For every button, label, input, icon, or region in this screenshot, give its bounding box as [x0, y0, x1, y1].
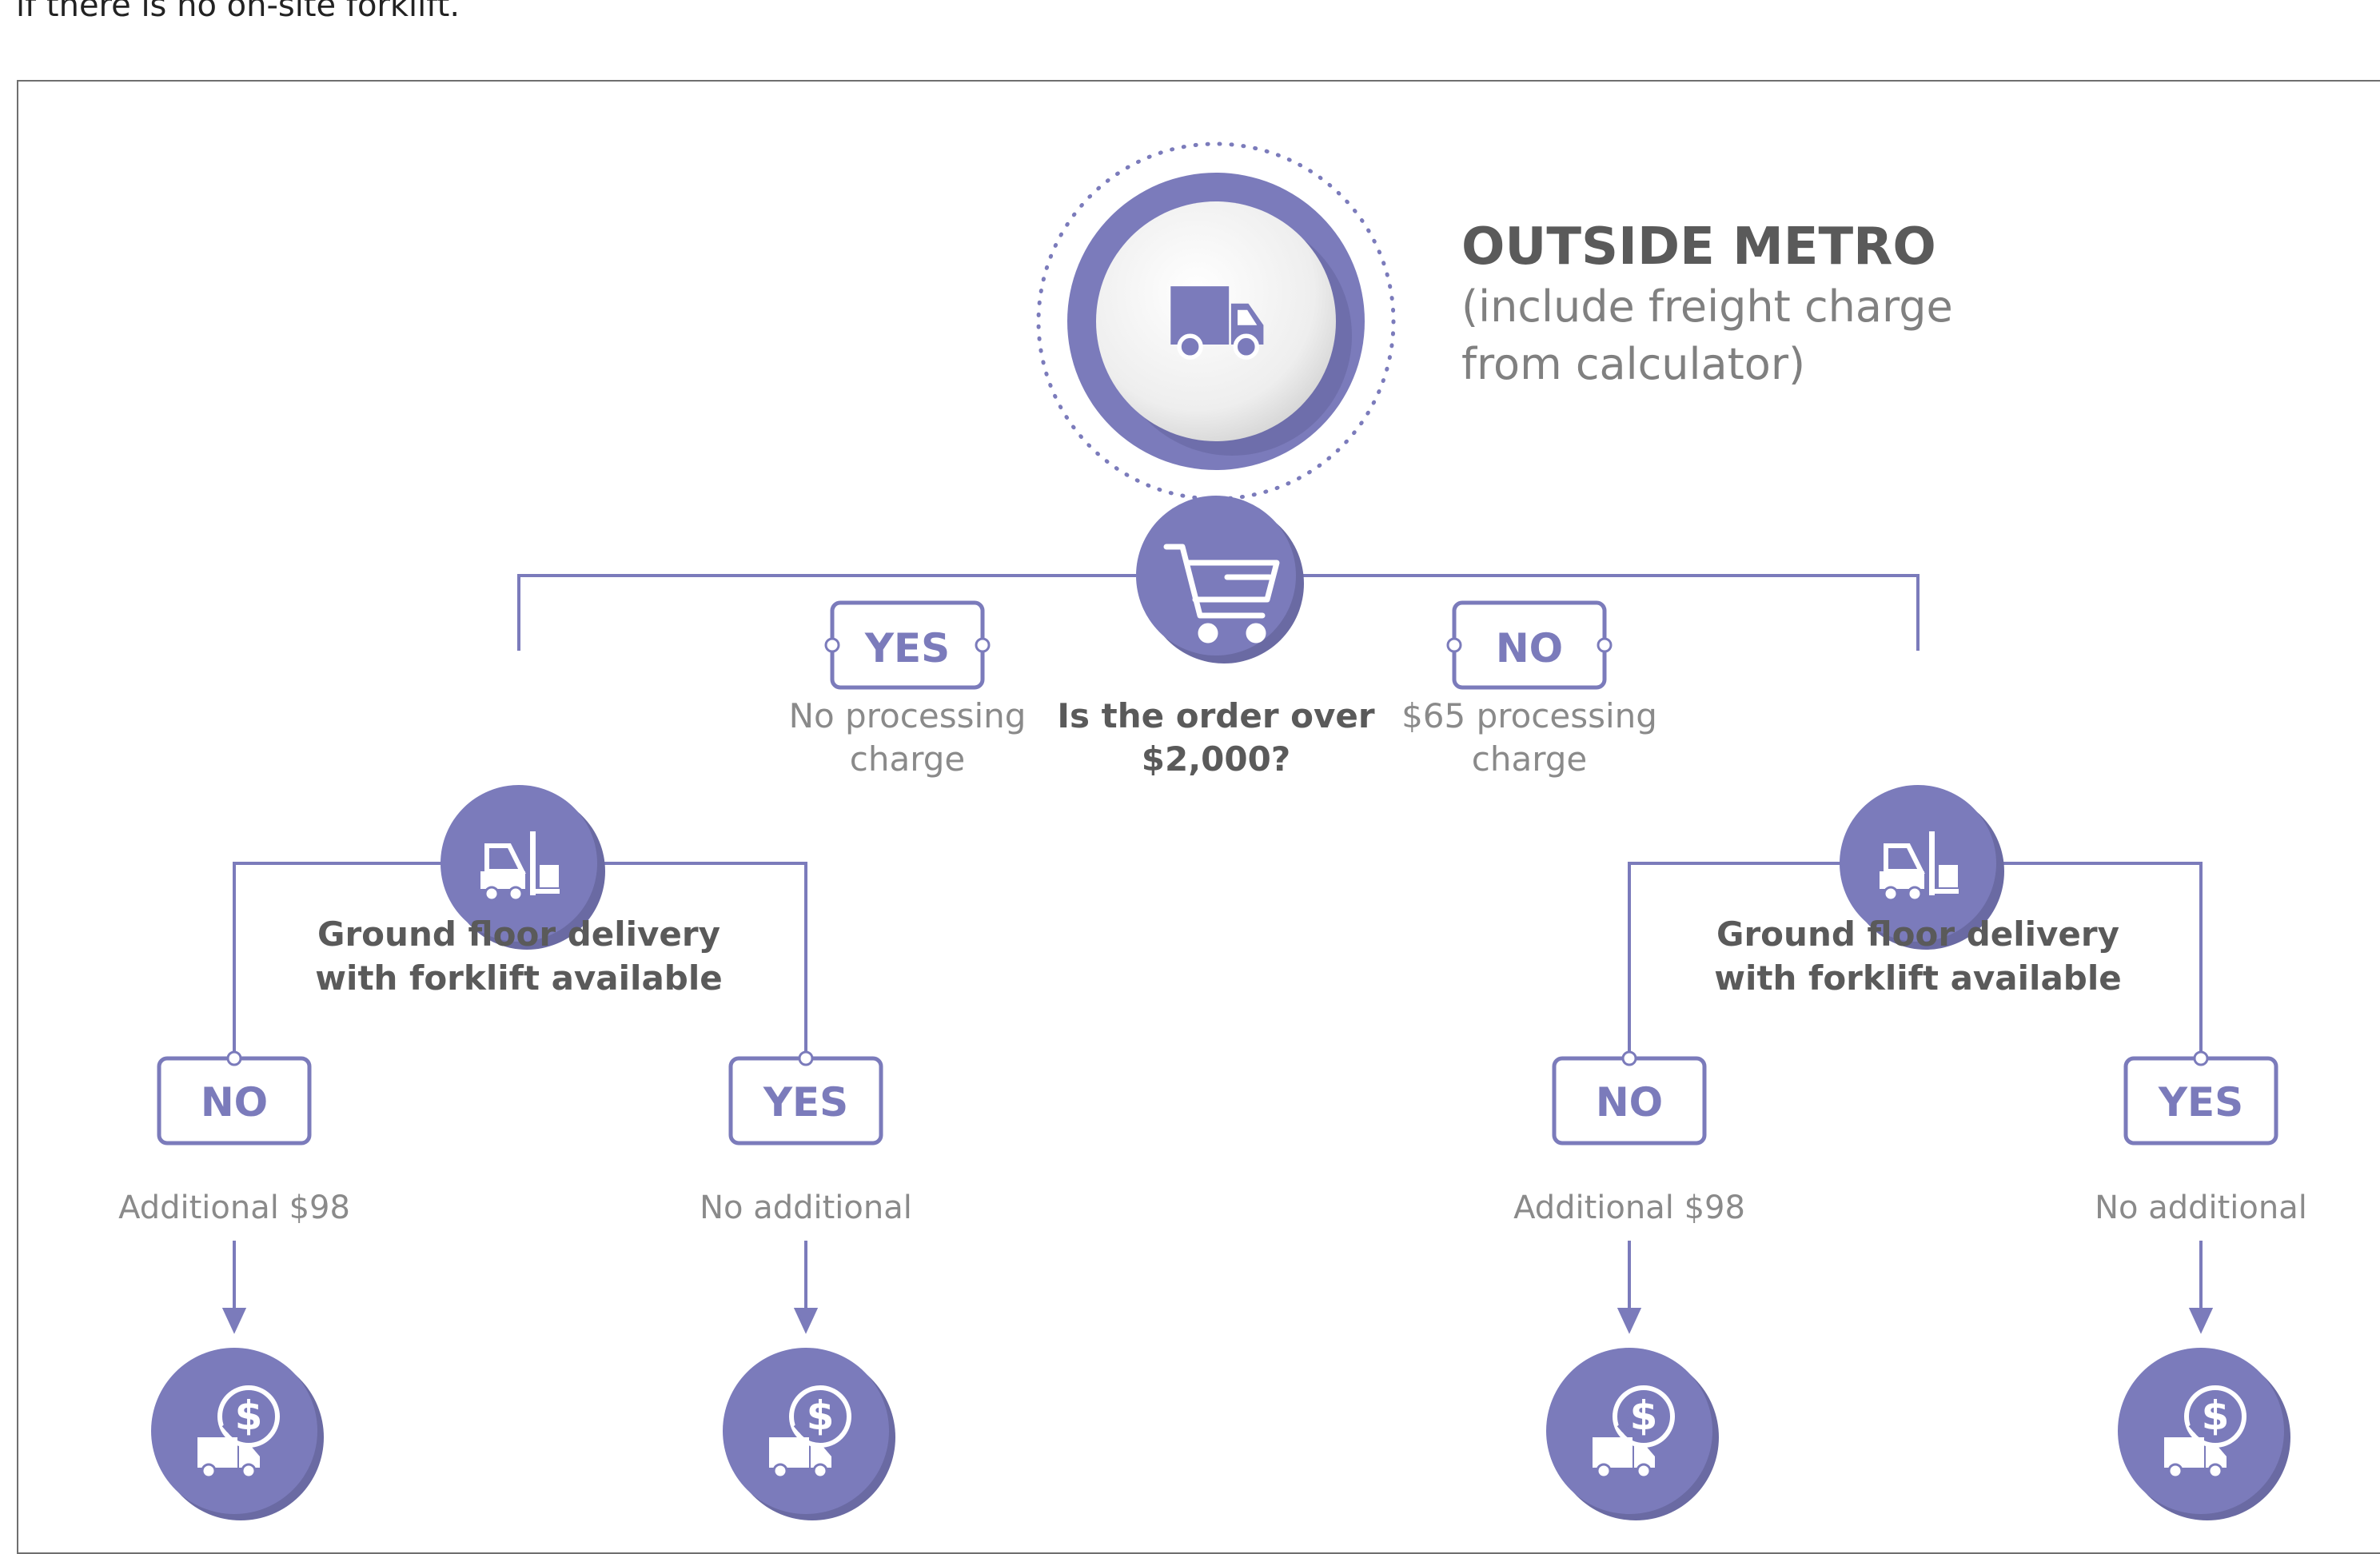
- question-node: [1136, 496, 1304, 663]
- outcome-note: No additional: [2095, 1189, 2307, 1226]
- yes-branch-note-line1: No processing: [789, 696, 1027, 735]
- root-subtitle-line2: from calculator): [1461, 339, 1805, 389]
- yes-branch-note-line2: charge: [850, 739, 965, 779]
- root-node: [1036, 141, 1396, 512]
- outcome-note: Additional $98: [1513, 1189, 1745, 1226]
- left-forklift-node: [441, 785, 605, 950]
- connector-lines: [233, 504, 2203, 1058]
- outcome-badge-right-no: NO: [1552, 1050, 1707, 1146]
- result-arrows: [221, 1241, 2214, 1334]
- outcome-note: No additional: [700, 1189, 912, 1226]
- outcome-label: YES: [763, 1079, 848, 1126]
- caption-text: if there is no on-site forklift.: [16, 0, 460, 24]
- root-subtitle-line1: (include freight charge: [1461, 281, 1953, 332]
- question-line1: Is the order over: [1057, 696, 1375, 735]
- result-node: [151, 1348, 324, 1520]
- right-subquestion-line1: Ground floor delivery: [1716, 914, 2119, 954]
- outcome-label: NO: [1596, 1079, 1663, 1126]
- shopping-cart-icon: [1163, 544, 1280, 644]
- no-branch-note-line1: $65 processing: [1401, 696, 1657, 735]
- outcome-label: NO: [201, 1079, 268, 1126]
- left-subquestion-line2: with forklift available: [315, 958, 722, 998]
- yes-branch-label: YES: [864, 625, 950, 671]
- decision-flowchart: $ OUTSIDE METRO (include freight: [118, 141, 2307, 1520]
- result-node: [723, 1348, 895, 1520]
- left-subquestion-line1: Ground floor delivery: [317, 914, 720, 954]
- result-node: [1546, 1348, 1719, 1520]
- diagram-frame: $ OUTSIDE METRO (include freight: [17, 80, 2380, 1554]
- no-branch-badge: NO: [1446, 600, 1613, 690]
- no-branch-label: NO: [1496, 625, 1563, 671]
- result-node: [2118, 1348, 2290, 1520]
- outcome-note: Additional $98: [118, 1189, 350, 1226]
- outcome-label: YES: [2158, 1079, 2243, 1126]
- yes-branch-badge: YES: [824, 600, 991, 690]
- root-title: OUTSIDE METRO: [1461, 217, 1936, 277]
- outcome-badge-right-yes: YES: [2123, 1050, 2278, 1146]
- no-branch-note-line2: charge: [1472, 739, 1587, 779]
- outcome-badge-left-no: NO: [157, 1050, 312, 1146]
- right-forklift-node: [1840, 785, 2004, 950]
- question-line2: $2,000?: [1142, 739, 1290, 779]
- right-subquestion-line2: with forklift available: [1714, 958, 2121, 998]
- outcome-badge-left-yes: YES: [728, 1050, 883, 1146]
